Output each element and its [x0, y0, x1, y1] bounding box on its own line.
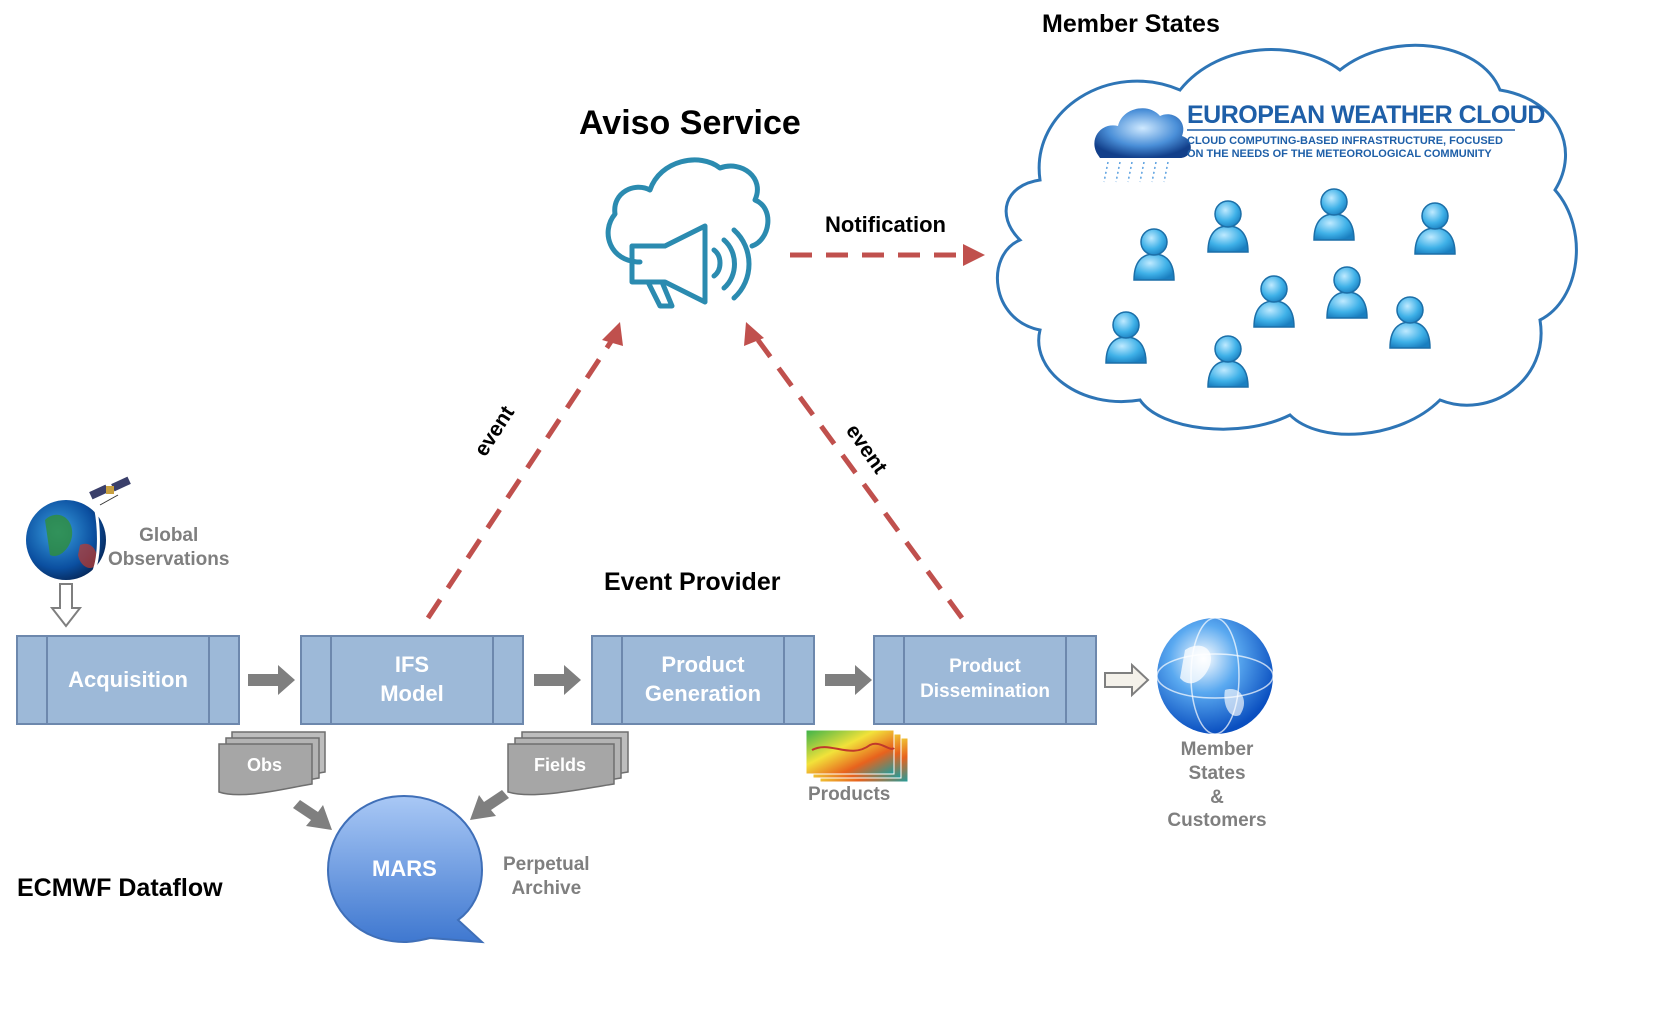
person-icon [1207, 200, 1249, 253]
products-label: Products [808, 784, 891, 805]
obs-document-stack-icon [218, 731, 326, 796]
product-dissemination-line2: Dissemination [920, 681, 1050, 702]
aviso-megaphone-cloud-icon [605, 157, 771, 309]
event-arrowhead-left [602, 322, 623, 346]
product-generation-box[interactable]: Product Generation [591, 635, 815, 725]
person-icon [1414, 202, 1456, 255]
ewc-subtitle-line1: CLOUD COMPUTING-BASED INFRASTRUCTURE, FO… [1187, 135, 1503, 147]
ifs-model-box[interactable]: IFS Model [300, 635, 524, 725]
acquisition-label: Acquisition [68, 666, 188, 692]
fields-document-stack-icon [507, 731, 629, 796]
obs-to-mars-arrow [293, 800, 332, 830]
event-arrowhead-right [744, 322, 764, 346]
perpetual-archive-label: Perpetual Archive [503, 853, 590, 901]
mars-archive-shape [326, 794, 485, 944]
aviso-service-title: Aviso Service [579, 104, 801, 142]
ewc-subtitle-line2: ON THE NEEDS OF THE METEOROLOGICAL COMMU… [1187, 147, 1492, 160]
observations-down-arrow [49, 583, 83, 628]
person-icon [1105, 311, 1147, 364]
customers-line1: Member [1180, 739, 1254, 760]
event-arrow-left-line [425, 338, 615, 620]
event-arrows [425, 252, 965, 620]
ewc-subtitle: CLOUD COMPUTING-BASED INFRASTRUCTURE, FO… [1187, 135, 1503, 160]
fields-to-mars-arrow [470, 790, 509, 820]
global-observations-line1: Global [139, 525, 199, 546]
global-observations-label: Global Observations [108, 524, 229, 572]
customers-line4: Customers [1167, 810, 1267, 832]
fields-label: Fields [534, 755, 587, 775]
notification-arrowhead [963, 244, 985, 266]
mars-label: MARS [372, 856, 437, 881]
dissemination-out-arrow [1104, 662, 1150, 698]
ifs-label-line2: Model [380, 681, 444, 706]
event-provider-title: Event Provider [604, 568, 781, 596]
person-icon [1253, 275, 1295, 328]
globe-satellite-icon [26, 476, 131, 580]
customers-line3: & [1210, 786, 1224, 808]
ewc-title: EUROPEAN WEATHER CLOUD [1187, 101, 1545, 129]
product-dissemination-line1: Product [949, 656, 1021, 678]
member-states-customers-label: Member States & Customers [1166, 738, 1268, 833]
pipeline-arrows [248, 665, 872, 695]
product-generation-line2: Generation [644, 681, 762, 706]
product-dissemination-box[interactable]: Product Dissemination [873, 635, 1097, 725]
member-states-title: Member States [1042, 10, 1220, 38]
products-image-icon [805, 729, 909, 783]
person-icon [1313, 188, 1355, 241]
product-generation-line1: Product [661, 652, 745, 678]
person-icon [1207, 335, 1249, 388]
notification-label: Notification [825, 212, 946, 237]
customers-line2: States [1188, 762, 1246, 784]
event-arrow-right-line [755, 338, 965, 620]
ewc-cloud-logo-icon [1094, 108, 1191, 183]
person-icon [1389, 296, 1431, 349]
obs-label: Obs [247, 755, 283, 775]
perpetual-line2: Archive [511, 877, 582, 899]
person-icon [1326, 266, 1368, 319]
member-people-group [1105, 188, 1456, 388]
ecmwf-dataflow-title: ECMWF Dataflow [17, 874, 223, 902]
ifs-label-line1: IFS [394, 652, 430, 678]
person-icon [1133, 228, 1175, 281]
acquisition-box[interactable]: Acquisition [16, 635, 240, 725]
perpetual-line1: Perpetual [503, 854, 590, 875]
global-observations-line2: Observations [108, 548, 230, 570]
world-globe-icon [1156, 617, 1274, 735]
